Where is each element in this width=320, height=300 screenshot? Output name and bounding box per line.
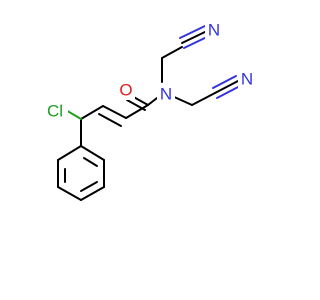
ring-bond-2 — [57, 145, 82, 161]
bond-nitrile-top-2 — [179, 25, 206, 39]
bond-n-ch2-right — [171, 95, 193, 106]
atom-n-nitrile-top: N — [208, 21, 220, 40]
molecule-structure: N O N N Cl — [46, 20, 254, 201]
bond-nitrile-top-3 — [183, 35, 210, 49]
bond-nitrile-right-2 — [212, 75, 237, 89]
atom-o-carbonyl: O — [119, 81, 132, 100]
bond-cbeta-ring — [80, 105, 104, 120]
bond-alkene-1 — [102, 105, 127, 119]
atom-cl: Cl — [47, 102, 63, 121]
bond-ch2-c-top — [161, 46, 183, 59]
bond-nitrile-right-3 — [216, 85, 241, 99]
ring-bond-4 — [57, 186, 82, 201]
bond-c-calpha — [125, 104, 149, 119]
ring-bond-5 — [80, 186, 105, 201]
bond-c-n-amide — [147, 97, 158, 106]
ring-bond-7 — [80, 145, 105, 161]
ring-inner-2 — [80, 181, 98, 192]
atom-n-amide: N — [160, 85, 172, 104]
atom-n-nitrile-right: N — [241, 70, 253, 89]
bond-alkene-2 — [98, 113, 122, 127]
ring-inner-3 — [83, 157, 98, 167]
bond-ch2-c-right — [191, 92, 216, 106]
structure-canvas: N O N N Cl — [46, 20, 254, 201]
bond-nitrile-top-1 — [181, 30, 208, 44]
bond-nitrile-right-1 — [214, 80, 239, 94]
